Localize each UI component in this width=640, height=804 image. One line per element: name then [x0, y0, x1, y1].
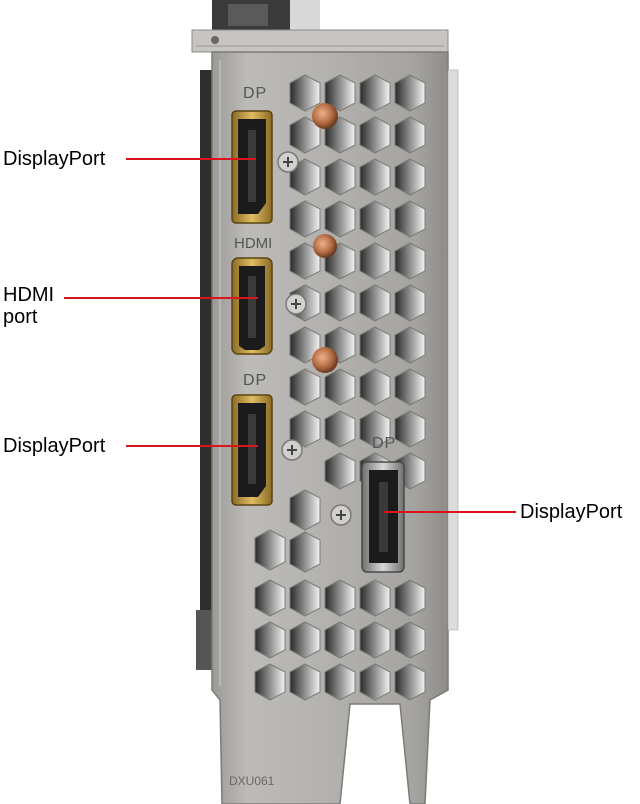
vent-hole [394, 326, 426, 364]
dp-middle-marking: DP [243, 372, 267, 389]
vent-hole [289, 621, 321, 659]
hdmi-marking: HDMI [234, 235, 272, 252]
vent-hole [359, 326, 391, 364]
vent-hole [359, 579, 391, 617]
vent-hole [289, 579, 321, 617]
vent-hole [394, 74, 426, 112]
bracket-port-markings: DP HDMI DP DP DXU061 [229, 85, 396, 788]
vent-hole [254, 579, 286, 617]
phillips-screw-icon [281, 439, 303, 461]
callout-label-displayport-middle: DisplayPort [3, 435, 106, 457]
bracket-top-flange [191, 29, 449, 53]
vent-hole [359, 410, 391, 448]
vent-hole [359, 621, 391, 659]
callout-label-displayport-right: DisplayPort [520, 501, 623, 523]
vent-hole [394, 116, 426, 154]
copper-heatpipes [312, 103, 338, 373]
displayport-connector-right [361, 461, 405, 573]
vent-hole [394, 579, 426, 617]
vent-hole [394, 284, 426, 322]
phillips-screw-icon [285, 293, 307, 315]
phillips-screw-icon [330, 504, 352, 526]
displayport-connector-middle [231, 394, 273, 506]
dp-right-marking: DP [372, 435, 396, 452]
vent-hole [324, 284, 356, 322]
vent-hole [359, 158, 391, 196]
vent-hole [359, 116, 391, 154]
vent-hole [289, 410, 321, 448]
vent-hole [289, 74, 321, 112]
bracket-stamp: DXU061 [229, 774, 275, 788]
vent-hole [324, 410, 356, 448]
vent-hole [324, 621, 356, 659]
vent-hole [289, 663, 321, 701]
displayport-connector-top [231, 110, 273, 224]
vent-hole [394, 410, 426, 448]
vent-hole [324, 579, 356, 617]
vent-hole [324, 452, 356, 490]
vent-hole [359, 200, 391, 238]
vent-hole [394, 621, 426, 659]
shroud-right-edge [447, 69, 459, 631]
vent-hole [254, 621, 286, 659]
vent-hole [394, 200, 426, 238]
vent-hole [394, 242, 426, 280]
vent-hole [289, 116, 321, 154]
vent-hole [394, 368, 426, 406]
vent-hole [359, 284, 391, 322]
callout-label-hdmi-port: HDMI port [3, 284, 54, 328]
vent-hole [359, 74, 391, 112]
vent-hole [254, 529, 286, 571]
pcb-edge [212, 0, 320, 30]
vent-hole [359, 368, 391, 406]
vent-hole [289, 200, 321, 238]
phillips-screw-icon [277, 151, 299, 173]
vent-hole [324, 368, 356, 406]
vent-hole [324, 200, 356, 238]
vent-hole [359, 663, 391, 701]
vent-hole [324, 158, 356, 196]
vent-hole [289, 531, 321, 573]
vent-holes [254, 74, 426, 701]
vent-hole [394, 158, 426, 196]
hdmi-connector [231, 257, 273, 355]
vent-hole [254, 663, 286, 701]
dp-top-marking: DP [243, 85, 267, 102]
vent-hole [289, 158, 321, 196]
vent-hole [324, 663, 356, 701]
callout-label-hdmi-line2: port [3, 306, 38, 328]
callout-lines [64, 158, 516, 513]
vent-hole [289, 489, 321, 531]
vent-hole [289, 242, 321, 280]
vent-hole [289, 368, 321, 406]
callout-label-displayport-top: DisplayPort [3, 148, 106, 170]
vent-hole [394, 663, 426, 701]
vent-hole [359, 242, 391, 280]
callout-label-hdmi-line1: HDMI [3, 284, 55, 306]
